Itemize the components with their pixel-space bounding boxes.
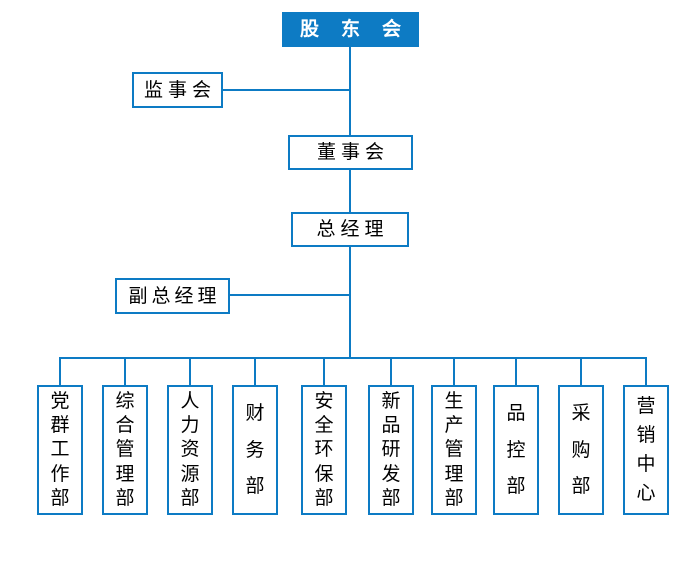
dept-box-party-masses-work: 党群工作部 [37, 385, 83, 515]
connector-dept-stub [580, 357, 582, 385]
org-node-supervisory-board: 监事会 [132, 72, 223, 108]
dept-box-production-management: 生产管理部 [431, 385, 477, 515]
connector-dept-stub [124, 357, 126, 385]
connector-supervisory-branch [223, 89, 350, 91]
connector-dept-stub [645, 357, 647, 385]
connector-dept-stub [254, 357, 256, 385]
connector-deputy-branch [229, 294, 350, 296]
connector-board-to-gm [349, 170, 351, 212]
dept-box-marketing-center: 营销中心 [623, 385, 669, 515]
dept-box-new-product-rd: 新品研发部 [368, 385, 414, 515]
dept-box-finance: 财务部 [232, 385, 278, 515]
connector-dept-stub [453, 357, 455, 385]
dept-box-general-administration: 综合管理部 [102, 385, 148, 515]
dept-box-quality-control: 品控部 [493, 385, 539, 515]
connector-department-bus [59, 357, 647, 359]
org-node-deputy-general-manager: 副总经理 [115, 278, 230, 314]
connector-dept-stub [189, 357, 191, 385]
connector-dept-stub [515, 357, 517, 385]
org-node-general-manager: 总经理 [291, 212, 409, 247]
connector-shareholders-to-board [349, 47, 351, 135]
dept-box-safety-environment: 安全环保部 [301, 385, 347, 515]
connector-gm-to-bus [349, 247, 351, 359]
org-node-board-of-directors: 董事会 [288, 135, 413, 170]
dept-box-human-resources: 人力资源部 [167, 385, 213, 515]
connector-dept-stub [390, 357, 392, 385]
org-node-shareholders: 股东会 [282, 12, 419, 47]
dept-box-procurement: 采购部 [558, 385, 604, 515]
connector-dept-stub [59, 357, 61, 385]
connector-dept-stub [323, 357, 325, 385]
